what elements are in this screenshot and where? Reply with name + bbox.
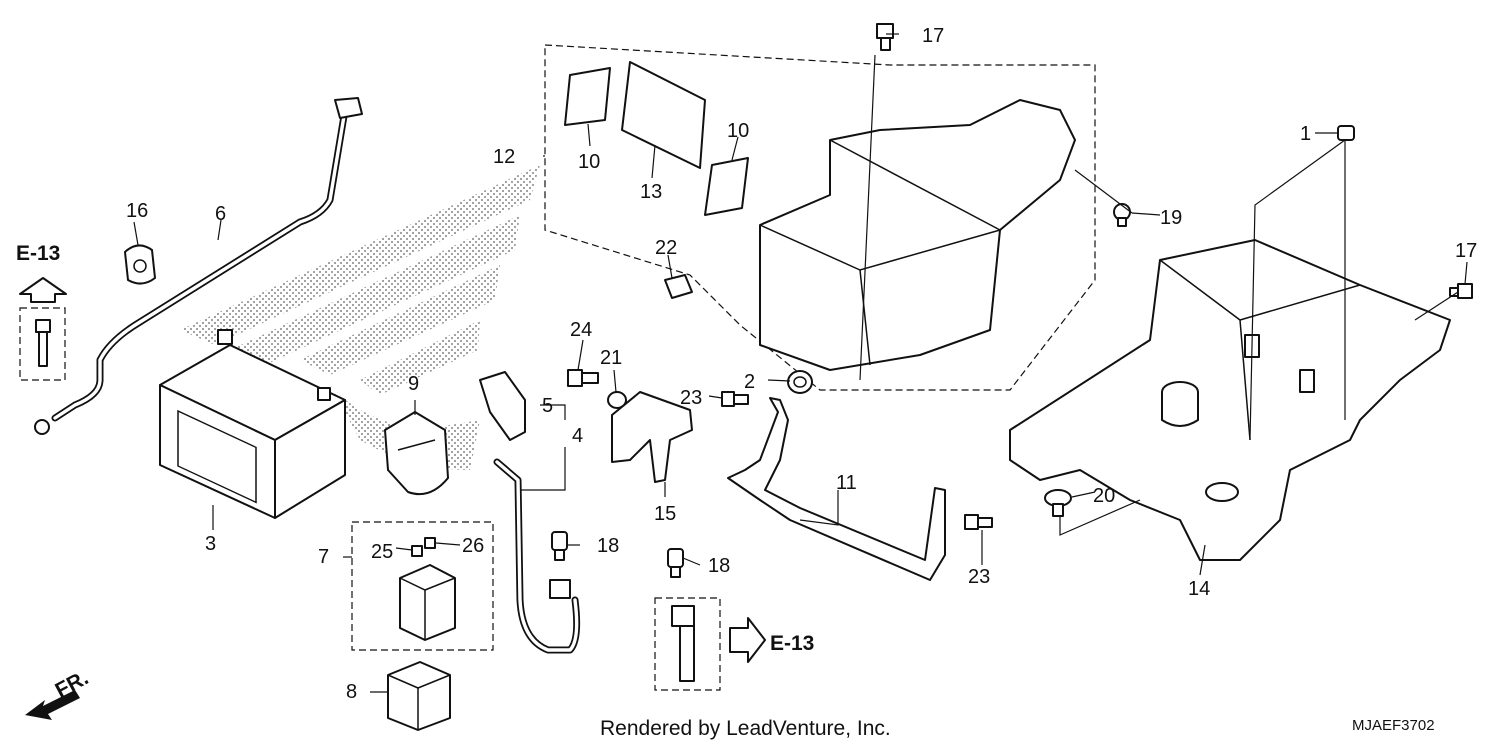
battery-cable-6 bbox=[34, 97, 363, 435]
callout-2: 2 bbox=[744, 371, 755, 393]
callout-22: 22 bbox=[655, 237, 677, 259]
diagram-code: MJAEF3702 bbox=[1352, 717, 1435, 734]
callout-labels: 1 2 3 4 5 6 7 8 9 10 10 11 12 13 14 15 1… bbox=[126, 25, 1477, 703]
bolt-17-top bbox=[876, 23, 894, 51]
callout-1: 1 bbox=[1300, 123, 1311, 145]
callout-4: 4 bbox=[572, 425, 583, 447]
callout-19: 19 bbox=[1160, 207, 1182, 229]
callout-24: 24 bbox=[570, 319, 592, 341]
sheet-13 bbox=[621, 61, 706, 169]
callout-13: 13 bbox=[640, 181, 662, 203]
clip-20 bbox=[1044, 489, 1072, 517]
callout-17b: 17 bbox=[1455, 240, 1477, 262]
callout-18a: 18 bbox=[597, 535, 619, 557]
terminal-cover-9 bbox=[384, 411, 449, 496]
callout-11: 11 bbox=[836, 472, 857, 494]
callout-10b: 10 bbox=[727, 120, 749, 142]
nut-1 bbox=[1337, 125, 1355, 141]
group-outline-top-left-bolt bbox=[19, 307, 66, 381]
battery-tray-14 bbox=[1009, 239, 1451, 561]
callout-5: 5 bbox=[542, 395, 553, 417]
callout-18b: 18 bbox=[708, 555, 730, 577]
terminal-cover-5 bbox=[479, 371, 526, 441]
section-ref-bottom[interactable]: E-13 bbox=[770, 632, 814, 655]
callout-14: 14 bbox=[1188, 578, 1210, 600]
direction-label: FR. bbox=[52, 666, 93, 702]
right-arrow-icon bbox=[729, 617, 766, 663]
callout-9: 9 bbox=[408, 373, 419, 395]
leader-lines bbox=[133, 33, 1468, 693]
bolt-top-left bbox=[35, 319, 51, 367]
nut-18b bbox=[667, 548, 684, 578]
callout-8: 8 bbox=[346, 681, 357, 703]
bolt-17-right bbox=[1449, 283, 1473, 299]
callout-12: 12 bbox=[493, 146, 515, 168]
callout-3: 3 bbox=[205, 533, 216, 555]
starter-relay-7 bbox=[399, 537, 456, 641]
callout-16: 16 bbox=[126, 200, 148, 222]
group-outline-18-terminal bbox=[654, 597, 721, 691]
terminal-fuse-holder bbox=[671, 605, 695, 682]
callout-17a: 17 bbox=[922, 25, 944, 47]
callout-20: 20 bbox=[1093, 485, 1115, 507]
bracket-15 bbox=[611, 391, 693, 483]
front-direction-arrow-icon bbox=[25, 690, 80, 720]
callout-26: 26 bbox=[462, 535, 484, 557]
screw-19 bbox=[1113, 203, 1131, 227]
pad-10b bbox=[704, 157, 749, 216]
callout-6: 6 bbox=[215, 203, 226, 225]
relay-8 bbox=[387, 661, 451, 731]
clip-22 bbox=[664, 274, 693, 299]
bolt-24 bbox=[567, 369, 599, 387]
battery-3 bbox=[159, 329, 346, 519]
callout-7: 7 bbox=[318, 546, 329, 568]
group-outline-7 bbox=[351, 521, 494, 651]
battery-band-11 bbox=[727, 397, 946, 581]
section-ref-top-left[interactable]: E-13 bbox=[16, 242, 60, 265]
cable-clamp-16 bbox=[124, 244, 156, 285]
cable-4 bbox=[493, 458, 581, 654]
battery-box bbox=[759, 99, 1076, 371]
footer-credit: Rendered by LeadVenture, Inc. bbox=[600, 717, 891, 740]
group-outline-12 bbox=[544, 44, 1096, 391]
pad-10a bbox=[564, 67, 611, 126]
collar-21 bbox=[607, 391, 627, 409]
up-arrow-icon bbox=[19, 277, 67, 303]
grommet-2 bbox=[787, 370, 813, 394]
nut-18a bbox=[551, 531, 568, 561]
callout-21: 21 bbox=[600, 347, 622, 369]
callout-15: 15 bbox=[654, 503, 676, 525]
callout-25: 25 bbox=[371, 541, 393, 563]
callout-23a: 23 bbox=[680, 387, 702, 409]
callout-23b: 23 bbox=[968, 566, 990, 588]
bolt-23-lower bbox=[964, 514, 993, 530]
bolt-23-upper bbox=[721, 391, 749, 407]
callout-10a: 10 bbox=[578, 151, 600, 173]
